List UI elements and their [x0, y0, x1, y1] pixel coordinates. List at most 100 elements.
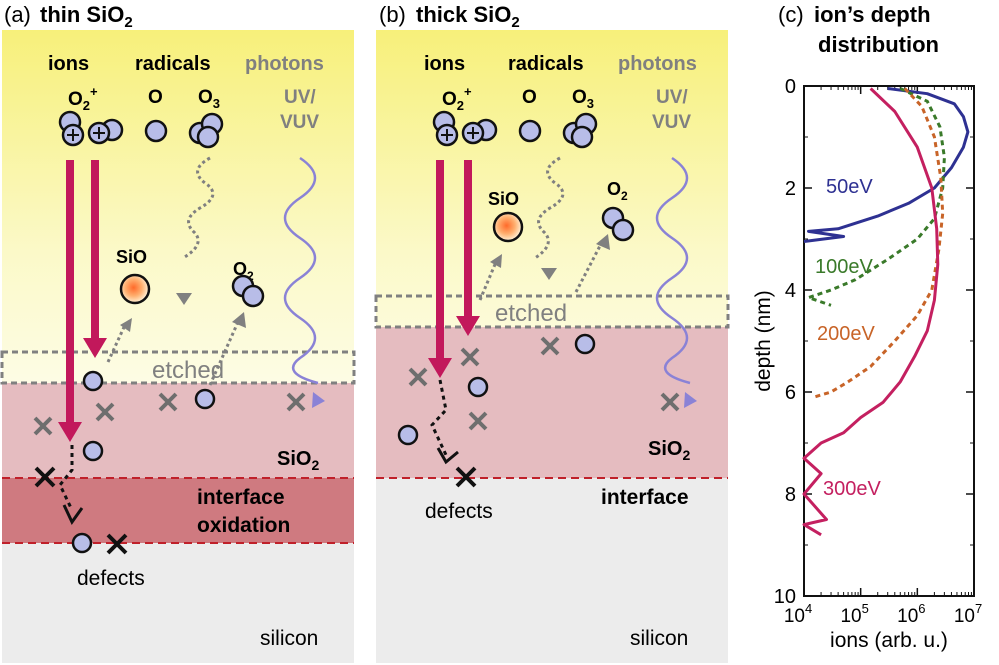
oxygen-atom	[574, 333, 596, 355]
uv-arrowhead	[684, 392, 697, 408]
sio-molecule	[119, 273, 151, 305]
oxygen-diffusion-arrowhead	[62, 504, 84, 525]
ion-arrowhead-shallow	[83, 338, 107, 358]
panel-a-title: thin SiO2	[40, 2, 133, 31]
label-radicals: radicals	[135, 53, 211, 75]
oxygen-atom	[82, 370, 104, 392]
uv-arrowhead	[312, 392, 325, 408]
oxygen-atom	[82, 440, 104, 462]
x-axis-label: ions (arb. u.)	[830, 629, 948, 652]
radical-arrowhead	[541, 268, 557, 280]
ion-arrowhead-deep	[428, 358, 452, 378]
label-silicon: silicon	[260, 627, 318, 650]
panel-c: (c) ion’s depth distribution	[778, 2, 939, 57]
panel-a: (a) thin SiO2 ions radicals photons O2+ …	[0, 2, 356, 663]
label-o2-ion: O2+	[68, 84, 98, 113]
interface-oxidation-layer	[2, 478, 354, 543]
radical-arrowhead	[176, 293, 192, 305]
label-interface: interface	[197, 486, 285, 509]
ion-arrowhead-deep	[58, 422, 82, 442]
label-o3: O3	[198, 87, 220, 111]
label-ions: ions	[48, 53, 89, 75]
y-tick-label: 10	[774, 586, 796, 608]
label-vuv: VUV	[280, 112, 319, 133]
o-radical	[518, 119, 542, 143]
y-axis-label: depth (nm)	[752, 290, 775, 392]
defect-marks-gray	[33, 392, 306, 436]
uv-photon-wave	[655, 156, 691, 385]
label-defects: defects	[425, 500, 493, 523]
oxygen-atom	[194, 388, 216, 410]
label-uv: UV/	[284, 87, 316, 108]
etched-box	[0, 350, 356, 385]
label-etched: etched	[152, 357, 224, 384]
label-silicon: silicon	[630, 627, 688, 650]
plot-frame	[803, 85, 975, 597]
y-tick-label: 4	[785, 280, 796, 302]
label-photons: photons	[245, 53, 324, 75]
oxygen-atom	[397, 424, 419, 446]
y-tick-label: 6	[785, 382, 796, 404]
sio-desorption-path	[106, 324, 127, 363]
label-defects: defects	[77, 567, 145, 590]
o3-molecule	[562, 112, 598, 149]
o2-ion-left	[58, 110, 85, 147]
series-line-300eV	[802, 87, 940, 537]
o2-ion-right	[87, 118, 124, 145]
oxygen-diffusion-path	[430, 379, 448, 456]
label-sio-product: SiO	[488, 189, 519, 209]
o3-molecule	[188, 112, 224, 149]
series-label: 300eV	[823, 478, 881, 500]
series-label: 200eV	[817, 323, 875, 345]
panel-c-letter: (c)	[778, 2, 804, 27]
label-interface: interface	[601, 486, 689, 509]
label-sio2-layer: SiO2	[277, 448, 319, 473]
ion-arrowhead-shallow	[456, 316, 480, 336]
o-radical	[144, 119, 168, 143]
label-sio-product: SiO	[116, 247, 147, 267]
sio-molecule	[492, 211, 524, 243]
panel-a-letter: (a)	[4, 2, 31, 27]
label-photons: photons	[618, 53, 697, 75]
x-tick-label: 104	[784, 601, 812, 627]
sio-desorption-path	[478, 261, 498, 301]
series-line-100eV	[807, 87, 946, 307]
label-ions: ions	[424, 53, 465, 75]
o2-molecule	[231, 274, 265, 308]
uv-photon-wave	[283, 156, 319, 385]
label-o2-product: O2	[607, 179, 628, 203]
x-tick-label: 105	[840, 601, 868, 627]
defect-marks-black	[455, 466, 477, 488]
defect-marks-gray	[408, 336, 680, 431]
series-label: 100eV	[815, 256, 873, 278]
o2-desorption-arrowhead	[596, 234, 610, 250]
defect-marks-black	[34, 466, 128, 555]
o2-ion-left	[432, 110, 459, 147]
label-o2-product: O2	[233, 259, 254, 283]
y-tick-label: 2	[785, 178, 796, 200]
oxygen-atom	[467, 376, 489, 398]
label-oxidation: oxidation	[197, 514, 290, 537]
panel-b-letter: (b)	[379, 2, 406, 27]
o2-desorption-arrowhead	[232, 312, 246, 328]
sio-desorption-arrowhead	[490, 254, 502, 268]
label-o-radical: O	[522, 87, 537, 108]
oxygen-diffusion-arrowhead	[436, 447, 459, 465]
panel-c-title-line2: distribution	[818, 32, 939, 57]
x-tick-label: 107	[954, 601, 982, 627]
o2-ion-right	[461, 118, 498, 145]
series-label: 50eV	[826, 176, 873, 198]
label-o3: O3	[572, 87, 594, 111]
x-tick-label: 106	[897, 601, 925, 627]
label-uv: UV/	[656, 87, 688, 108]
label-sio2-layer: SiO2	[648, 438, 690, 463]
silicon-substrate	[2, 543, 354, 663]
label-o2-ion: O2+	[442, 84, 472, 113]
series-line-200eV	[813, 87, 945, 399]
panel-b-title: thick SiO2	[416, 2, 520, 31]
panel-c-title-line1: ion’s depth	[814, 2, 931, 27]
label-vuv: VUV	[652, 112, 691, 133]
oxygen-atom	[71, 532, 93, 554]
